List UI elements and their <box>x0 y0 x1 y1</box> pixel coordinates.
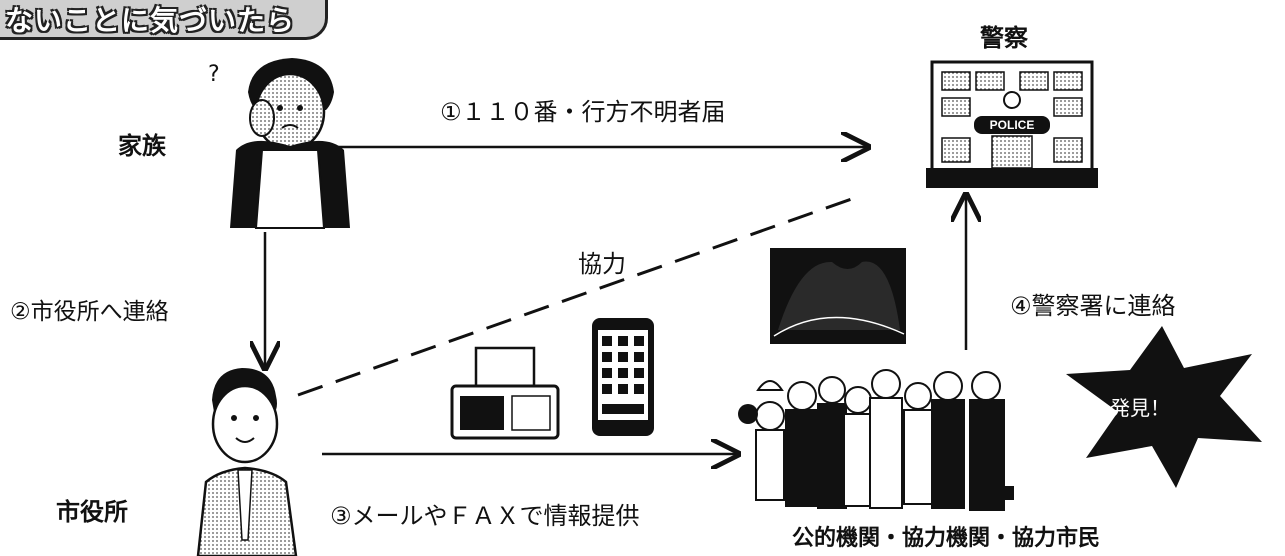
found-starburst-icon <box>1066 326 1262 488</box>
cooperation-dashed-line <box>297 194 861 397</box>
edge-label-1: ①１１０番・行方不明者届 <box>440 98 726 126</box>
police-label: 警察 <box>980 24 1028 52</box>
mountain-image-icon <box>770 248 906 344</box>
police-sign: POLICE <box>990 118 1035 132</box>
city-official-icon <box>196 368 298 556</box>
partners-label: 公的機関・協力機関・協力市民 <box>792 526 1101 551</box>
cityhall-label: 市役所 <box>56 498 128 526</box>
crowd-icon <box>738 369 1014 511</box>
family-label: 家族 <box>118 132 166 160</box>
edge-label-3: ③メールやＦＡＸで情報提供 <box>330 502 640 530</box>
question-mark: ? <box>208 62 220 87</box>
edge-label-2: ②市役所へ連絡 <box>10 299 169 325</box>
header-banner: ないことに気づいたら <box>0 0 328 40</box>
found-text: 発見！ <box>1110 396 1170 420</box>
elderly-woman-icon <box>230 58 350 229</box>
banner-text: ないことに気づいたら <box>5 4 296 37</box>
cooperation-label: 協力 <box>578 250 626 278</box>
edge-label-4: ④警察署に連絡 <box>1010 292 1176 320</box>
police-station-icon: POLICE <box>926 60 1098 188</box>
smartphone-icon <box>592 318 654 436</box>
fax-machine-icon <box>450 346 560 440</box>
